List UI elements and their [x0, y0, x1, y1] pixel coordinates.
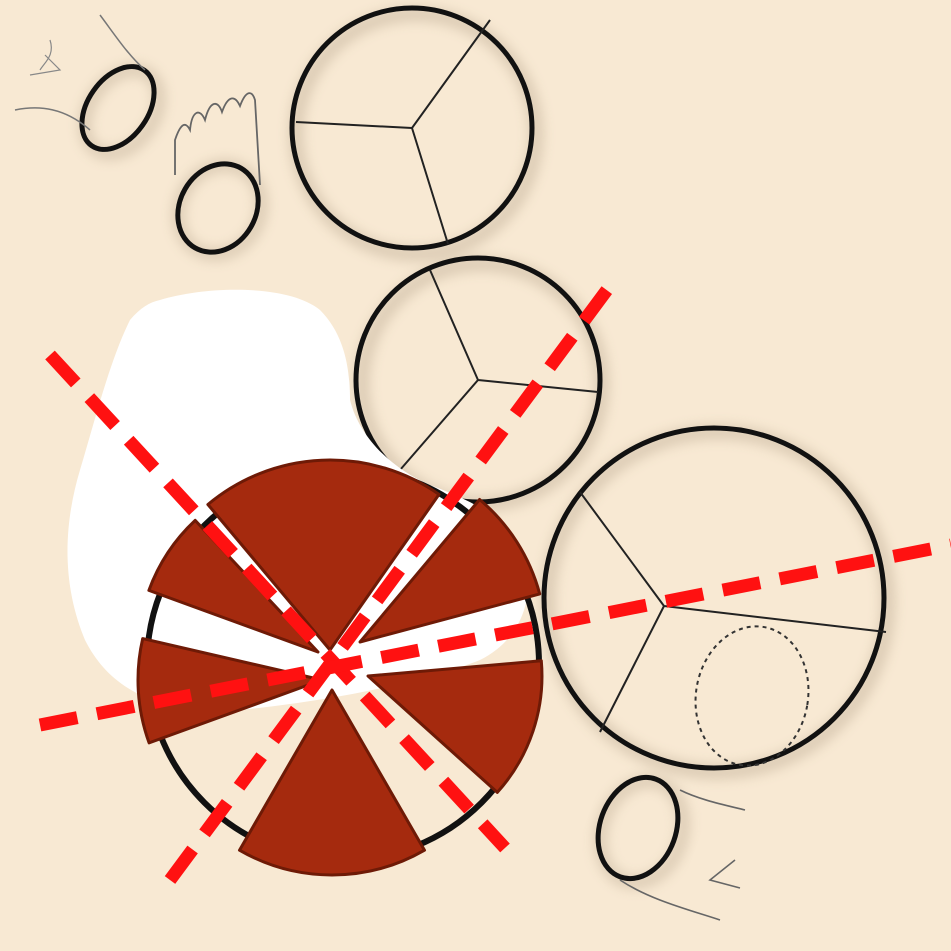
- diagram-canvas: [0, 0, 951, 951]
- diagram-svg: [0, 0, 951, 951]
